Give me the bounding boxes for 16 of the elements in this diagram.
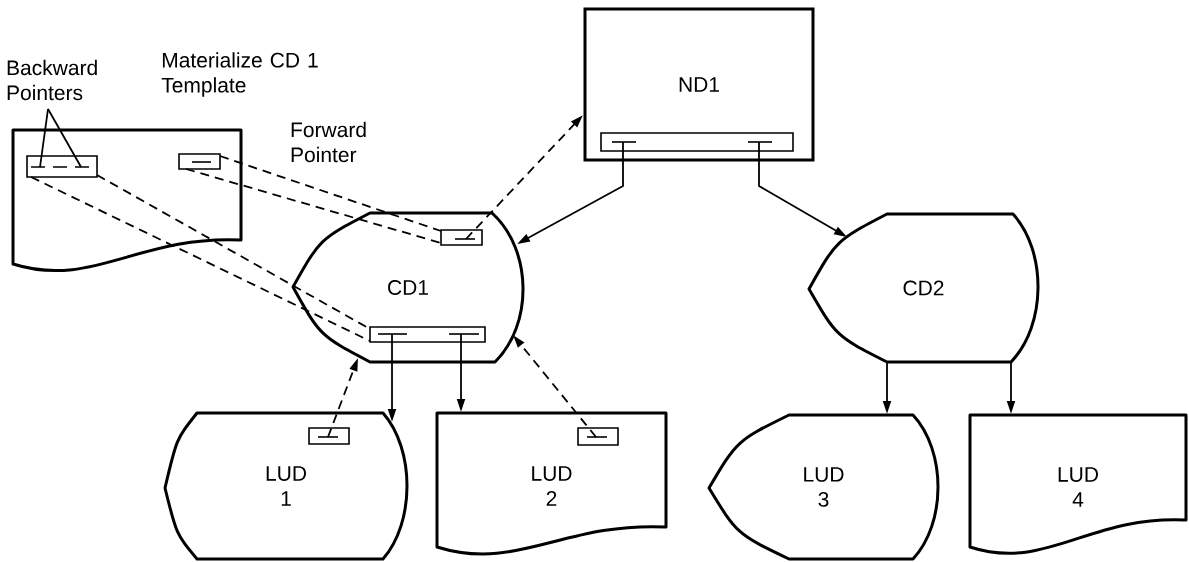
node-label: Materialize CD 1 Template — [161, 52, 318, 97]
connector-line — [185, 168, 442, 244]
connector-line — [219, 155, 442, 232]
connector-line — [30, 176, 371, 342]
leader-line — [47, 108, 82, 168]
leader-line — [39, 108, 49, 168]
pointer-field — [600, 132, 794, 152]
pointer-field — [369, 326, 486, 343]
pointer-field — [26, 155, 98, 178]
pointer-label: Backward Pointers — [7, 59, 97, 101]
pointer-field — [440, 229, 483, 246]
rectangle-box: ND1 — [583, 7, 815, 162]
pointer-field — [308, 427, 350, 445]
pointer-field — [577, 427, 619, 446]
pointer-field — [178, 153, 221, 170]
note-label: Forward Pointer — [291, 121, 366, 163]
